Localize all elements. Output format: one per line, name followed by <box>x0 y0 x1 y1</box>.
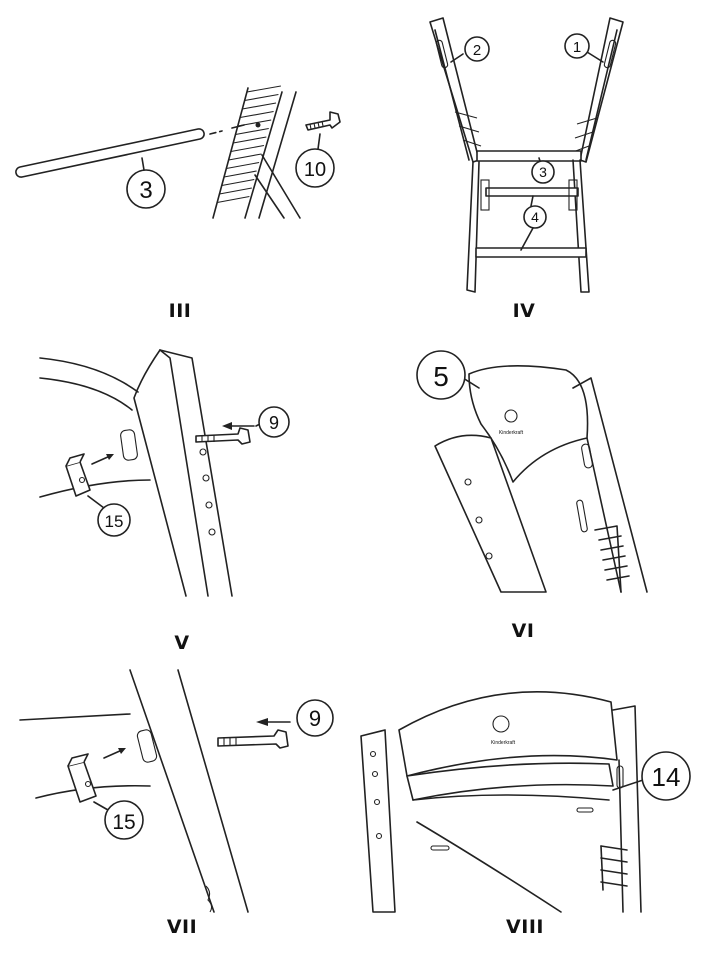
chair-frame-front-view <box>429 17 624 293</box>
step-v-illustration: 9 15 <box>39 349 290 597</box>
callout-1: 1 <box>564 33 604 63</box>
chair-leg-ladder <box>212 85 301 219</box>
svg-text:10: 10 <box>304 159 326 181</box>
callout-5: 5 <box>416 350 480 400</box>
step-vi-illustration: Kinderkraft 5 <box>416 350 648 593</box>
svg-text:3: 3 <box>139 177 152 204</box>
ladder-rung <box>233 136 267 144</box>
svg-text:3: 3 <box>539 164 547 180</box>
callout-3-rail: 3 <box>531 157 555 184</box>
ladder-rung <box>223 170 257 178</box>
step-iv-panel: 2 1 3 4 IV <box>351 0 703 330</box>
step-iii-illustration: 3 10 <box>15 85 341 219</box>
callout-4: 4 <box>520 195 547 251</box>
svg-text:Kinderkraft: Kinderkraft <box>491 740 516 746</box>
bolt-part-9 <box>217 718 291 749</box>
seat-board-and-side-panel <box>39 349 233 597</box>
svg-text:15: 15 <box>112 811 135 834</box>
ladder-rung <box>219 187 252 195</box>
ladder-rung <box>230 144 265 153</box>
step-vii-illustration: 9 15 <box>19 669 334 913</box>
callout-3: 3 <box>126 157 166 209</box>
svg-text:5: 5 <box>433 361 449 392</box>
callout-9: 9 <box>296 699 334 737</box>
step-label-viii: VIII <box>506 916 544 938</box>
ladder-rung <box>237 119 272 127</box>
ladder-rung <box>217 195 250 204</box>
svg-text:4: 4 <box>531 209 539 225</box>
panel-steps <box>600 845 628 891</box>
ladder-rung <box>228 153 262 161</box>
ladder-rung <box>235 127 269 136</box>
step-iv-illustration: 2 1 3 4 <box>429 17 624 293</box>
backrest-and-seat-assembly: Kinderkraft <box>360 691 642 913</box>
arrow-insert-nut <box>91 454 114 465</box>
step-viii-panel: Kinderkraft <box>351 650 703 977</box>
panel-steps <box>594 525 630 593</box>
callout-14: 14 <box>612 751 691 801</box>
ladder-rung <box>242 102 277 110</box>
ladder-rung <box>221 178 255 187</box>
svg-text:14: 14 <box>652 762 681 792</box>
step-label-iv: IV <box>512 300 536 322</box>
callout-2: 2 <box>450 36 490 63</box>
ladder-rung <box>226 161 260 170</box>
callout-15: 15 <box>87 495 131 537</box>
svg-text:15: 15 <box>105 512 124 531</box>
callout-15: 15 <box>93 800 144 840</box>
step-v-panel: 9 15 V <box>0 330 351 654</box>
ladder-rung <box>239 110 274 119</box>
callout-10: 10 <box>295 133 335 188</box>
svg-text:9: 9 <box>309 706 321 731</box>
step-label-v: V <box>174 632 190 654</box>
step-viii-illustration: Kinderkraft <box>360 691 691 913</box>
step-iii-panel: 3 10 III <box>0 0 351 330</box>
step-label-vi: VI <box>511 620 535 642</box>
bolt-part-9 <box>195 422 255 445</box>
callout-9: 9 <box>255 406 290 438</box>
ladder-rung <box>246 85 281 93</box>
svg-text:Kinderkraft: Kinderkraft <box>499 430 524 436</box>
backrest-and-side-panels: Kinderkraft <box>434 365 648 593</box>
svg-text:2: 2 <box>473 42 481 59</box>
barrel-nut-part-15 <box>67 753 97 803</box>
rod-part-3 <box>15 124 245 178</box>
arrow-insert-nut <box>103 748 126 759</box>
step-label-vii: VII <box>166 916 198 938</box>
barrel-nut-part-15 <box>65 453 91 497</box>
step-label-iii: III <box>168 300 192 322</box>
seat-board-and-side-panel <box>19 669 249 913</box>
bolt-part-10 <box>305 111 341 131</box>
svg-text:9: 9 <box>269 413 279 433</box>
svg-text:1: 1 <box>573 39 581 56</box>
ladder-rung <box>244 93 279 102</box>
step-vii-panel: 9 15 VII <box>0 650 351 977</box>
step-vi-panel: Kinderkraft 5 VI <box>351 330 703 650</box>
